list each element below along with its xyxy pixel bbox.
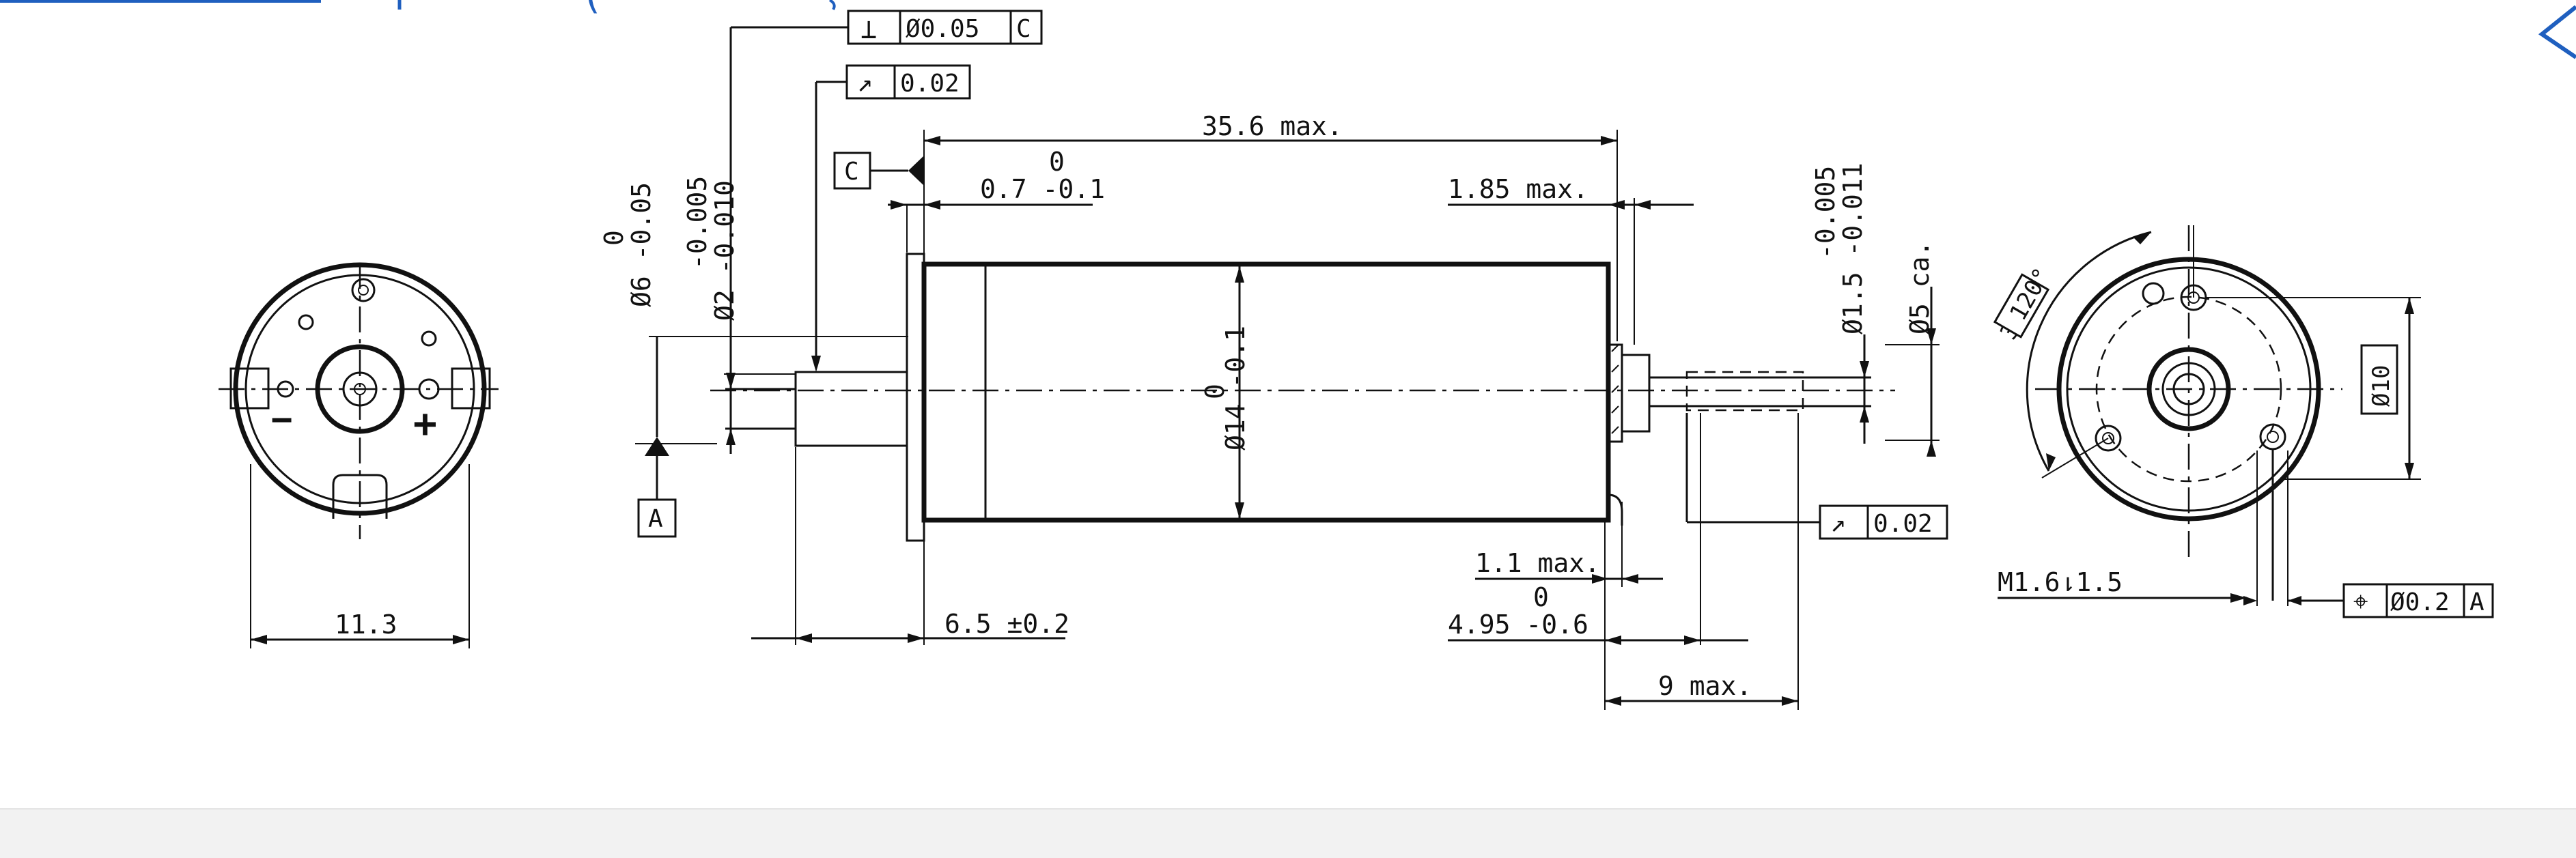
runout-left-value: 0.02 [900, 70, 960, 98]
perp-symbol: ⊥ [860, 14, 877, 45]
datum-a-label: A [648, 505, 663, 533]
dim-body-dia: Ø14 -0.1 [1220, 326, 1250, 451]
dim-thread: M1.6⇂1.5 [1998, 567, 2123, 597]
dim-shaft-zero: 0 [1533, 582, 1549, 612]
terminal-minus-label: − [271, 399, 292, 440]
dim-flange-width: 11.3 [335, 610, 397, 640]
heading-paren: ( [580, 0, 604, 18]
dim-shaft-upper: -0.005 [682, 176, 712, 270]
perp-value: Ø0.05 [906, 15, 979, 43]
dim-shaft-len: 4.95 -0.6 [1448, 610, 1588, 640]
dim-boss-dia-zero: 0 [599, 230, 629, 246]
dim-boss-dia: Ø6 -0.05 [626, 182, 656, 307]
dim-out-shaft-upper: -0.005 [1810, 166, 1840, 259]
dim-boss: 0.7 -0.1 [980, 174, 1105, 204]
runout-right-symbol: ↗ [1830, 508, 1846, 538]
perp-datum: C [1016, 15, 1031, 43]
dim-body-zero: 0 [1200, 384, 1230, 399]
terminal-plus-label: + [413, 400, 437, 446]
bottom-bar [0, 808, 2576, 858]
dim-end-gap: 1.85 max. [1448, 174, 1588, 204]
position-value: Ø0.2 [2390, 588, 2450, 616]
right-end-view: 3x 120° Ø10 M1.6⇂1.5 ⌖ Ø0.2 A [1993, 225, 2494, 618]
position-symbol: ⌖ [2353, 586, 2368, 616]
dim-shaft-dia: Ø2 -0.010 [710, 180, 740, 321]
left-end-view: − + 11.3 [219, 262, 499, 648]
dim-end-max: 1.1 max. [1475, 548, 1600, 578]
chevron-left-icon[interactable] [2538, 5, 2576, 59]
datum-c-label: C [844, 158, 859, 186]
dim-out-len: 9 max. [1658, 671, 1752, 701]
dim-out-shaft-dia: Ø1.5 -0.011 [1838, 162, 1868, 334]
dim-length-max: 35.6 max. [1202, 111, 1343, 141]
runout-left-symbol: ↗ [857, 68, 873, 98]
dim-bolt-circle: Ø10 [2368, 365, 2395, 407]
dim-out-dia: Ø5 ca. [1905, 241, 1935, 334]
side-view: 35.6 max. 0 0.7 -0.1 C 1.85 max. 0 Ø14 -… [599, 10, 1948, 710]
dim-pilot-len: 6.5 ±0.2 [944, 609, 1069, 639]
dim-boss-zero: 0 [1049, 147, 1065, 177]
heading-fragment: ( [0, 0, 836, 18]
position-datum: A [2469, 588, 2484, 616]
runout-right-value: 0.02 [1873, 510, 1933, 538]
